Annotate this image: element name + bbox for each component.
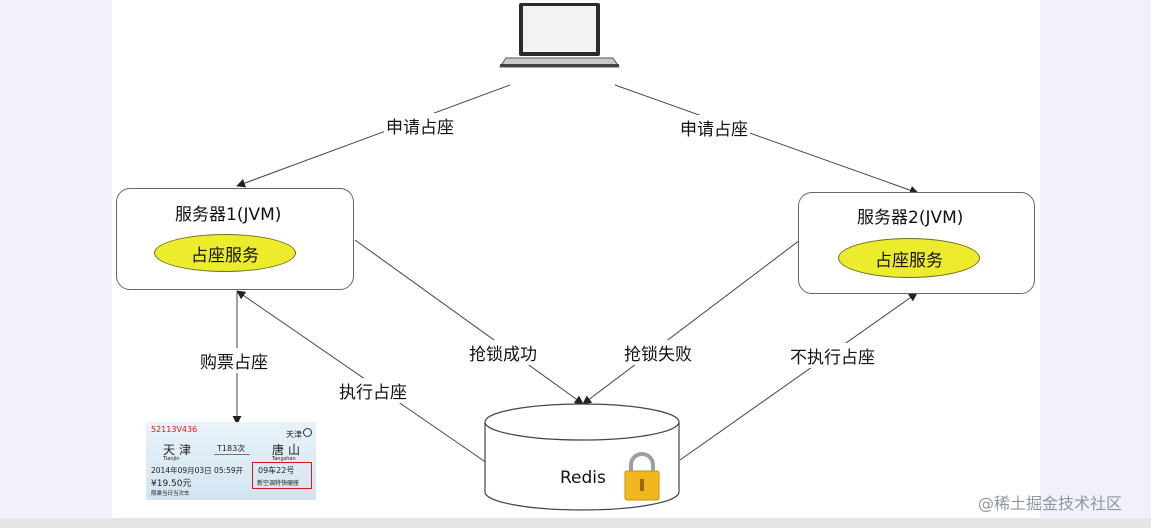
edge-server1-to-redis: [354, 239, 584, 405]
right-margin-panel: [1040, 0, 1151, 518]
edge-label-client-to-server1: 申请占座: [384, 113, 456, 138]
database-cylinder-icon: [484, 403, 680, 511]
ticket-arrow: [214, 454, 250, 455]
edge-label-client-to-server2: 申请占座: [678, 115, 750, 140]
server2-title: 服务器2(JVM): [857, 208, 964, 228]
ticket-datetime: 2014年09月03日 05:59开: [151, 466, 244, 475]
server1-title: 服务器1(JVM): [175, 205, 282, 225]
edge-label-redis-to-server1: 执行占座: [337, 378, 409, 403]
server2-service: 占座服务: [838, 238, 980, 278]
edge-label-redis-to-server2: 不执行占座: [788, 343, 877, 368]
edge-label-server1-to-ticket: 购票占座: [198, 348, 270, 373]
ticket-note: 限乘当日当次车: [151, 491, 190, 497]
ticket-price: ¥19.50元: [151, 479, 192, 489]
edge-redis-to-server1: [236, 290, 488, 464]
ticket-seat-highlight: [252, 462, 312, 489]
left-margin-panel: [0, 0, 112, 518]
ticket-train: T183次: [217, 444, 246, 453]
edge-redis-to-server2: [679, 292, 918, 461]
redis-label: Redis: [560, 468, 606, 488]
edge-label-server2-to-redis: 抢锁失败: [622, 340, 694, 365]
ticket-from-en: Tianjin: [163, 456, 180, 462]
ticket-seat: 09车22号: [258, 466, 295, 475]
ticket-to-en: Tangshan: [272, 456, 296, 462]
ticket-seat-type: 新空调特快硬座: [257, 480, 300, 487]
train-ticket-image: 52113V436 天津 天津 T183次 唐山 Tianjin Tangsha…: [146, 422, 316, 500]
edge-label-server1-to-redis: 抢锁成功: [467, 340, 539, 365]
ticket-stamp-icon: [303, 428, 312, 437]
ticket-corner-station: 天津: [286, 430, 302, 439]
edge-server2-to-redis: [582, 239, 801, 405]
ticket-serial: 52113V436: [151, 425, 198, 434]
ticket-from: 天津: [163, 443, 196, 457]
padlock-icon: [624, 452, 660, 501]
laptop-icon: [499, 3, 620, 68]
edge-client-to-server2: [614, 84, 919, 195]
edge-client-to-server1: [236, 84, 511, 188]
bottom-bar: [0, 518, 1151, 528]
ticket-to: 唐山: [272, 443, 305, 457]
watermark: @稀土掘金技术社区: [978, 494, 1123, 513]
server1-service: 占座服务: [154, 234, 296, 272]
